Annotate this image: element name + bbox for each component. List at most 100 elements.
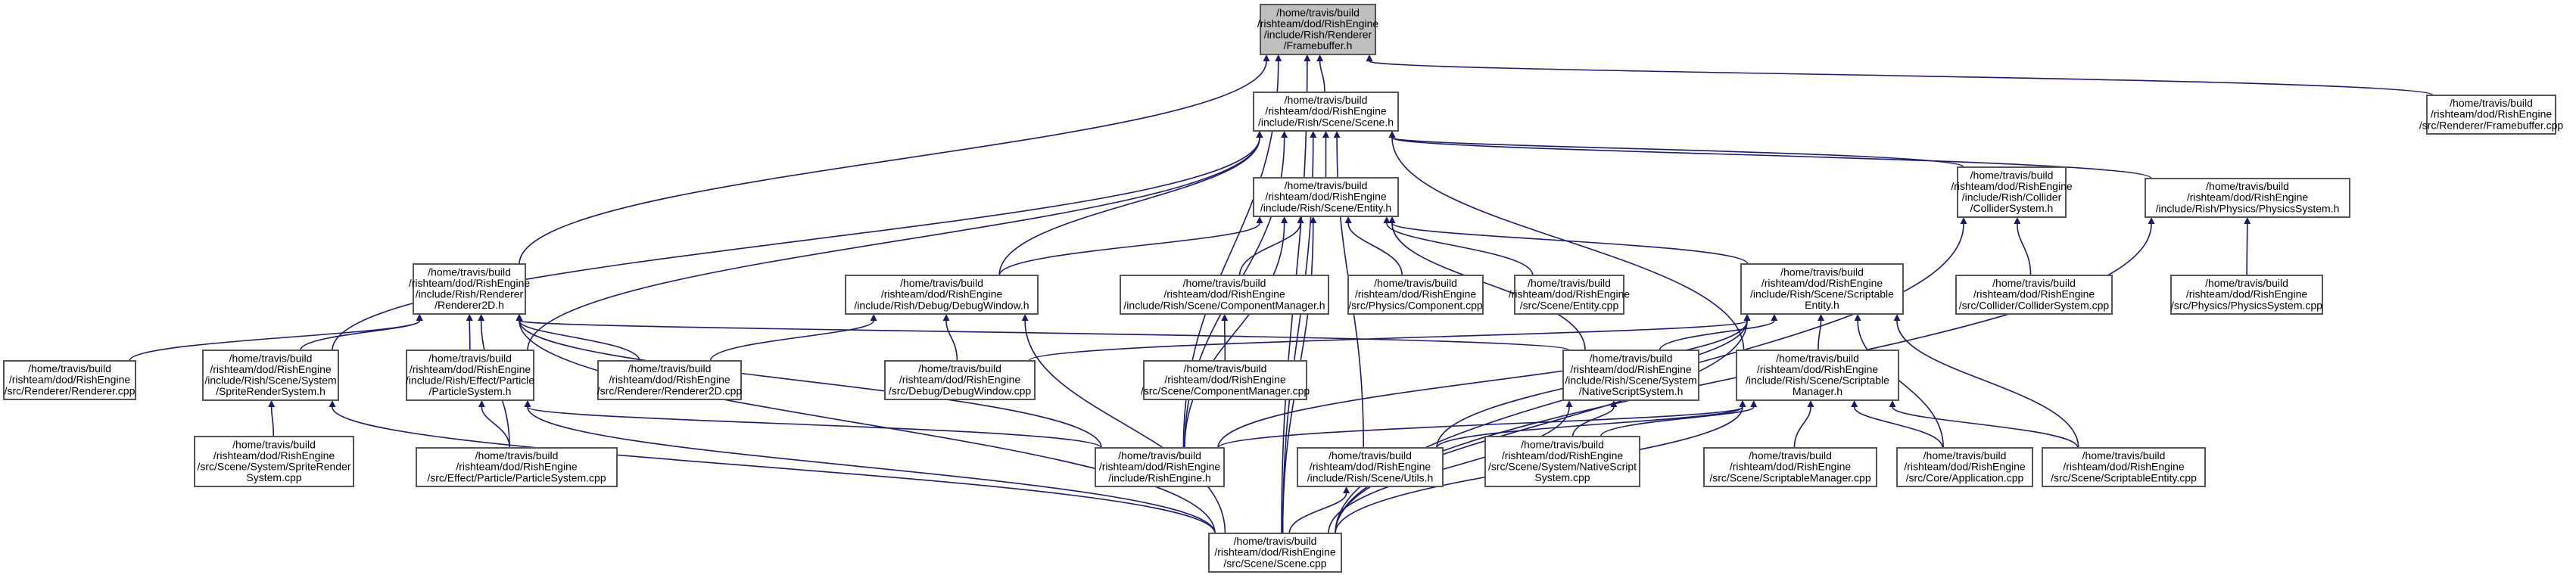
node-label-line: /rishteam/dod/RishEngine <box>2187 191 2309 204</box>
node-box <box>597 360 742 400</box>
node-label-line: /home/travis/build <box>232 438 316 450</box>
node-box <box>884 360 1036 400</box>
nodes-layer: /home/travis/build/rishteam/dod/RishEngi… <box>3 4 2564 573</box>
node-label-line: /rishteam/dod/RishEngine <box>1951 180 2073 192</box>
node-app-cpp[interactable]: /home/travis/build/rishteam/dod/RishEngi… <box>1896 447 2033 487</box>
node-scriptent-cpp[interactable]: /home/travis/build/rishteam/dod/RishEngi… <box>2042 447 2206 487</box>
node-label-line: /home/travis/build <box>918 362 1001 374</box>
edge-fb-h-to-r2d-h <box>519 54 1270 265</box>
node-scriptmgr-cpp[interactable]: /home/travis/build/rishteam/dod/RishEngi… <box>1703 447 1877 487</box>
edge-debug-h-to-r2d-cpp <box>709 314 877 362</box>
node-label-line: /home/travis/build <box>1780 266 1864 278</box>
node-label-line: /home/travis/build <box>1374 277 1457 289</box>
node-label-line: /src/Effect/Particle/ParticleSystem.cpp <box>427 471 606 483</box>
node-label-line: /home/travis/build <box>1285 179 1368 191</box>
node-label-line: /home/travis/build <box>1118 449 1201 461</box>
node-spriterender-h[interactable]: /home/travis/build/rishteam/dod/RishEngi… <box>202 350 339 401</box>
node-label-line: /include/RishEngine.h <box>1108 471 1210 483</box>
node-entity-h[interactable]: /home/travis/build/rishteam/dod/RishEngi… <box>1253 177 1399 217</box>
node-particle-cpp[interactable]: /home/travis/build/rishteam/dod/RishEngi… <box>416 447 618 487</box>
node-spriterender-cpp[interactable]: /home/travis/build/rishteam/dod/RishEngi… <box>194 436 354 487</box>
node-label-line: /include/Rish/Renderer <box>416 288 524 300</box>
node-collider-cpp[interactable]: /home/travis/build/rishteam/dod/RishEngi… <box>1955 275 2113 315</box>
node-scriptent-h[interactable]: /home/travis/build/rishteam/dod/RishEngi… <box>1740 263 1904 315</box>
node-label-line: /rishteam/dod/RishEngine <box>2431 108 2553 120</box>
node-nativescript-h[interactable]: /home/travis/build/rishteam/dod/RishEngi… <box>1562 350 1699 401</box>
node-utils-h[interactable]: /home/travis/build/rishteam/dod/RishEngi… <box>1297 447 1444 487</box>
node-collider-h[interactable]: /home/travis/build/rishteam/dod/RishEngi… <box>1951 166 2073 218</box>
node-label-line: /home/travis/build <box>1285 94 1368 106</box>
edge-entity-h-to-component-cpp <box>1344 216 1403 276</box>
edge-scene-h-to-particle-h <box>527 131 1263 351</box>
edge-scriptent-h-to-debug-cpp <box>1028 314 1751 362</box>
node-label-line: /src/Scene/ScriptableEntity.cpp <box>2051 471 2197 483</box>
node-box <box>1740 263 1904 315</box>
node-label-line: /home/travis/build <box>1276 6 1360 18</box>
edge-entity-h-to-compmgr-h <box>1238 216 1304 276</box>
node-label-line: /rishteam/dod/RishEngine <box>1265 105 1387 117</box>
edge-debug-h-to-debug-cpp <box>942 314 958 362</box>
node-label-line: /home/travis/build <box>1923 449 2007 461</box>
node-label-line: /rishteam/dod/RishEngine <box>1163 288 1285 300</box>
node-physics-h[interactable]: /home/travis/build/rishteam/dod/RishEngi… <box>2145 178 2350 218</box>
node-label-line: /home/travis/build <box>1590 352 1673 364</box>
node-box <box>1253 92 1399 132</box>
node-compmgr-cpp[interactable]: /home/travis/build/rishteam/dod/RishEngi… <box>1141 360 1310 400</box>
node-physics-cpp[interactable]: /home/travis/build/rishteam/dod/RishEngi… <box>2170 275 2323 315</box>
node-label-line: /home/travis/build <box>1328 449 1412 461</box>
node-label-line: /rishteam/dod/RishEngine <box>456 461 578 473</box>
node-r2d-h[interactable]: /home/travis/build/rishteam/dod/RishEngi… <box>409 263 531 315</box>
node-debug-h[interactable]: /home/travis/build/rishteam/dod/RishEngi… <box>845 275 1039 315</box>
node-box <box>845 275 1039 315</box>
node-label-line: /src/Collider/ColliderSystem.cpp <box>1959 299 2110 311</box>
node-label-line: /home/travis/build <box>428 266 511 278</box>
node-label-line: /include/Rish/Scene/Scriptable <box>1750 288 1894 300</box>
node-scriptmgr-h[interactable]: /home/travis/build/rishteam/dod/RishEngi… <box>1736 350 1899 401</box>
node-box <box>1260 4 1376 55</box>
node-label-line: /rishteam/dod/RishEngine <box>2186 288 2308 300</box>
node-label-line: /src/Renderer/Renderer.cpp <box>5 384 135 396</box>
node-label-line: /home/travis/build <box>1970 169 2054 181</box>
node-label-line: /rishteam/dod/RishEngine <box>1761 277 1883 289</box>
edge-scriptent-h-to-rishengine-h <box>1217 314 1751 449</box>
node-label-line: /NativeScriptSystem.h <box>1579 385 1684 397</box>
node-entity-cpp[interactable]: /home/travis/build/rishteam/dod/RishEngi… <box>1509 275 1631 315</box>
node-label-line: /src/Renderer/Framebuffer.cpp <box>2419 119 2564 131</box>
edge-nativescript-h-to-nativescript-cpp <box>1571 400 1618 437</box>
edge-particle-h-to-scene-cpp <box>524 400 1216 534</box>
node-fb-cpp[interactable]: /home/travis/build/rishteam/dod/RishEngi… <box>2419 95 2564 135</box>
node-r2d-cpp[interactable]: /home/travis/build/rishteam/dod/RishEngi… <box>597 360 743 400</box>
node-rishengine-h[interactable]: /home/travis/build/rishteam/dod/RishEngi… <box>1095 447 1225 487</box>
node-label-line: /rishteam/dod/RishEngine <box>1214 546 1336 558</box>
node-scene-h[interactable]: /home/travis/build/rishteam/dod/RishEngi… <box>1253 92 1399 132</box>
node-label-line: /home/travis/build <box>2205 277 2288 289</box>
node-box <box>1514 275 1624 315</box>
node-label-line: /rishteam/dod/RishEngine <box>1265 191 1387 203</box>
edge-spriterender-h-to-spriterender-cpp <box>268 400 276 437</box>
node-compmgr-h[interactable]: /home/travis/build/rishteam/dod/RishEngi… <box>1120 275 1329 315</box>
node-scene-cpp[interactable]: /home/travis/build/rishteam/dod/RishEngi… <box>1208 533 1342 573</box>
node-label-line: /rishteam/dod/RishEngine <box>1355 288 1477 300</box>
edge-particle-h-to-rishengine-h <box>524 400 1102 449</box>
node-label-line: /src/Scene/System/SpriteRender <box>197 461 350 473</box>
node-label-line: /home/travis/build <box>900 277 983 289</box>
node-debug-cpp[interactable]: /home/travis/build/rishteam/dod/RishEngi… <box>884 360 1036 400</box>
edge-scriptmgr-h-to-rishengine-h <box>1217 400 1746 449</box>
node-particle-h[interactable]: /home/travis/build/rishteam/dod/RishEngi… <box>406 350 534 401</box>
node-label-line: /rishteam/dod/RishEngine <box>1257 17 1379 30</box>
node-nativescript-cpp[interactable]: /home/travis/build/rishteam/dod/RishEngi… <box>1484 436 1640 487</box>
node-component-cpp[interactable]: /home/travis/build/rishteam/dod/RishEngi… <box>1347 275 1484 315</box>
node-box <box>1143 360 1307 400</box>
edge-compmgr-h-to-compmgr-cpp <box>1221 314 1229 362</box>
node-box <box>1297 447 1444 487</box>
node-label-line: /src/Core/Application.cpp <box>1906 471 2024 483</box>
edge-collider-h-to-collider-cpp <box>2014 217 2032 276</box>
node-box <box>2145 178 2350 218</box>
node-label-line: /home/travis/build <box>2082 449 2166 461</box>
node-label-line: /rishteam/dod/RishEngine <box>1164 374 1286 386</box>
node-box <box>1703 447 1877 487</box>
node-label-line: /rishteam/dod/RishEngine <box>213 449 335 461</box>
edge-scriptmgr-h-to-scriptmgr-cpp <box>1793 400 1814 449</box>
node-renderer-cpp[interactable]: /home/travis/build/rishteam/dod/RishEngi… <box>3 360 136 400</box>
